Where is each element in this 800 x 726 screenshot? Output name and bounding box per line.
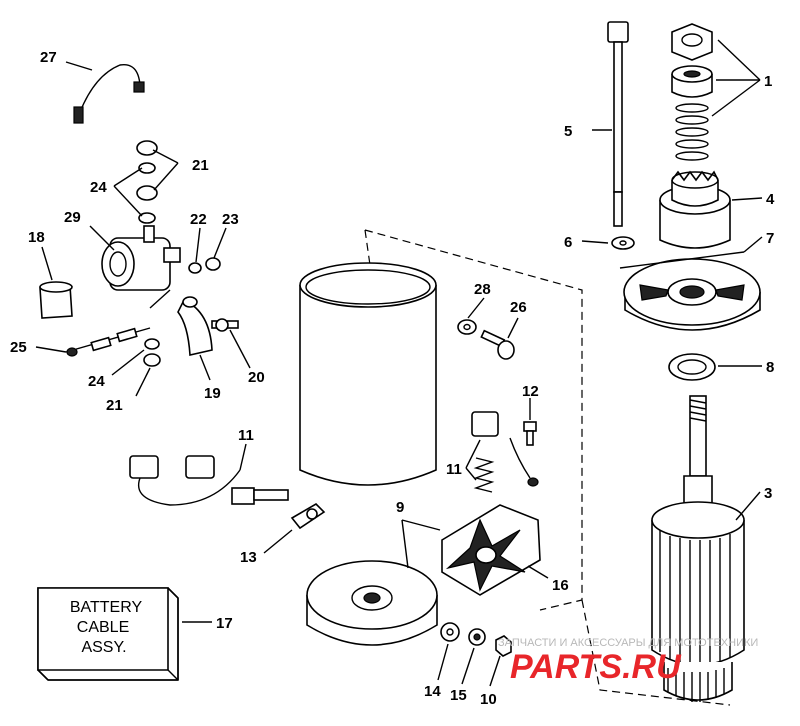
cable-part-25 [65,327,151,357]
callout-17: 17 [216,615,233,632]
brush-spring-part-11-right [471,411,539,493]
battery-cable-box-part-17 [37,587,179,681]
bolt-part-26 [480,329,515,360]
callout-7: 7 [766,230,774,247]
callout-16: 16 [552,577,569,594]
callout-24-bottom: 24 [88,373,105,390]
battery-box-line-3: ASSY. [81,639,126,656]
callout-23: 23 [222,211,239,228]
screw-part-20 [211,318,239,332]
ground-wire-part-27 [73,63,145,124]
end-cap [306,560,438,646]
callout-5: 5 [564,123,572,140]
callout-20: 20 [248,369,265,386]
washer-part-6 [611,236,635,250]
starter-frame [299,262,437,486]
callout-21-top: 21 [192,157,209,174]
battery-box-line-1: BATTERY [70,599,143,616]
callout-14: 14 [424,683,441,700]
callout-13: 13 [240,549,257,566]
nuts-part-21-bottom [143,338,161,367]
through-bolt-part-5 [607,21,629,227]
drive-end-cap-part-7 [623,258,761,331]
watermark-caption: ЗАПЧАСТИ И АКСЕССУАРЫ ДЛЯ МОТОТЕХНИКИ [498,637,758,649]
spring-part-1 [675,103,709,161]
callout-10: 10 [480,691,497,708]
nut-part-10 [495,635,512,657]
stop-nut-part-1 [671,23,713,61]
leader-lines [35,39,763,687]
callout-6: 6 [564,234,572,251]
callout-27: 27 [40,49,57,66]
callout-19: 19 [204,385,221,402]
watermark-logo: PARTS.RU [510,648,682,686]
washer-part-14 [440,622,460,642]
callout-labels: 1 5 4 6 7 8 3 27 21 24 29 22 23 18 25 24… [10,49,775,708]
callout-3: 3 [764,485,772,502]
boot-part-18 [39,281,73,319]
thrust-washer-part-8 [668,353,716,381]
drive-pinion-part-4 [659,170,731,249]
armature-part-3 [651,395,745,702]
nut-part-22 [188,262,202,274]
callout-24-top: 24 [90,179,107,196]
callout-22: 22 [190,211,207,228]
spacer-part-1 [671,65,713,98]
washer-part-15 [468,628,486,646]
nuts-part-21-top [136,140,158,224]
callout-1: 1 [764,73,772,90]
solenoid-part-29 [101,225,181,309]
nut-part-23 [205,257,221,271]
callout-29: 29 [64,209,81,226]
battery-box-line-2: CABLE [77,619,129,636]
brush-plate-part-16 [441,504,541,596]
callout-11-left: 11 [238,427,254,444]
callout-12: 12 [522,383,539,400]
callout-9: 9 [396,499,404,516]
brush-lead-part-11-left [129,455,289,506]
assembly-dashed-outline [364,229,731,706]
callout-15: 15 [450,687,467,704]
washer-part-28 [457,319,477,335]
callout-11-right: 11 [446,461,462,478]
callout-4: 4 [766,191,775,208]
callout-21-bottom: 21 [106,397,123,414]
callout-18: 18 [28,229,45,246]
callout-25: 25 [10,339,27,356]
terminal-part-13 [290,502,326,530]
callout-8: 8 [766,359,774,376]
callout-26: 26 [510,299,527,316]
callout-28: 28 [474,281,491,298]
bracket-part-19 [177,296,213,356]
screw-part-12 [523,421,537,446]
